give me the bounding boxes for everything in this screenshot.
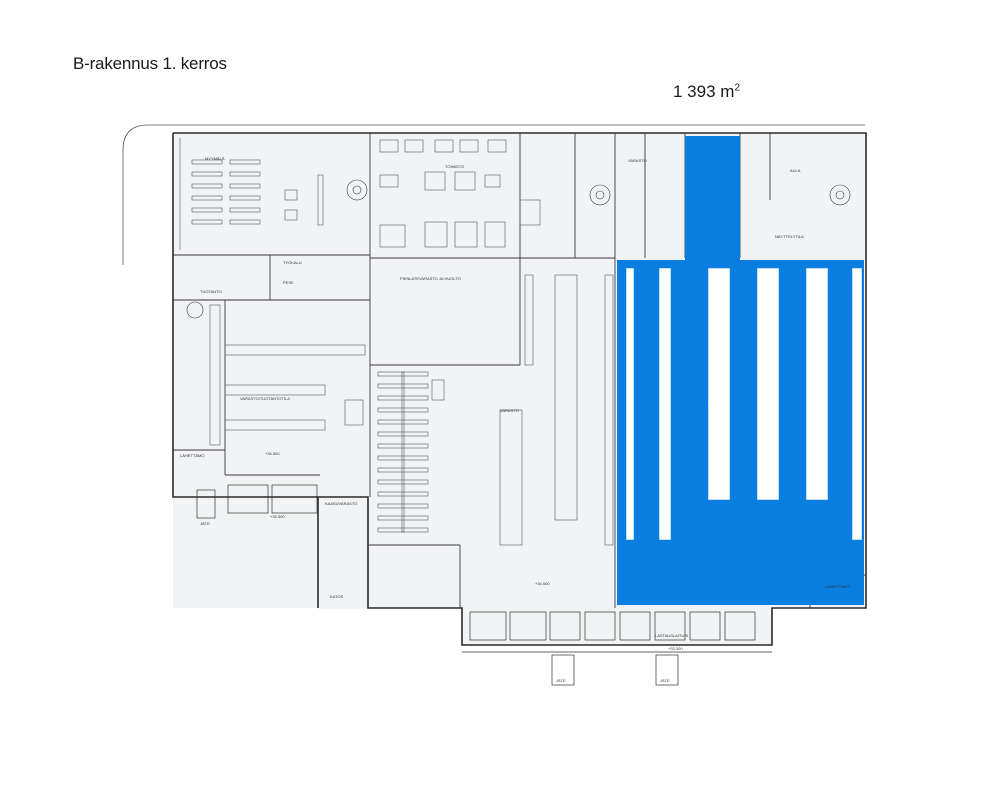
label-level-b: +34.500 (535, 581, 550, 586)
label-varasto-top: VARASTO (628, 158, 647, 163)
label-myymala: MYYMÄLÄ (205, 156, 225, 161)
label-katos: KATOS (330, 594, 344, 599)
label-lastauslaituri: LASTAUSLAITURI (655, 633, 688, 638)
label-level-c: +33.300 (270, 514, 285, 519)
label-jate-a: JÄTE (200, 521, 210, 526)
label-jate-c: JÄTE (660, 678, 670, 683)
label-pienlatevarasto: PIENLATEVARASTO JA HUOLTO (400, 276, 461, 281)
office-desks (379, 139, 541, 248)
label-varasto-mid: VARASTO (500, 408, 519, 413)
store-shelving (179, 138, 324, 250)
label-tyokalu: TYÖKALU (283, 260, 302, 265)
outer-walls (172, 132, 867, 646)
label-pese: PESE (283, 280, 294, 285)
label-lahettamo-left: LÄHETTÄMÖ (180, 453, 204, 458)
waste-containers (196, 489, 679, 686)
label-varasto-blue: VARASTO (708, 406, 727, 411)
label-level-a: +34.500 (265, 451, 280, 456)
room-labels: MYYMÄLÄ TOIMISTO VARASTO AULA NÄYTTELYTI… (180, 156, 849, 683)
floor-area-value: 1 393 m (673, 82, 735, 101)
label-kaasuvarasto: KAASUVARASTO (325, 501, 357, 506)
site-boundary (122, 124, 865, 265)
mid-racks (499, 274, 614, 546)
blue-racks (625, 267, 863, 541)
stairs (186, 179, 851, 319)
floor-area-unit: 2 (734, 82, 740, 94)
label-jate-b: JÄTE (556, 678, 566, 683)
label-aula: AULA (790, 168, 801, 173)
label-level-d: +33.300 (668, 646, 683, 651)
page-title: B-rakennus 1. kerros (73, 54, 227, 73)
label-tuotanto: TUOTANTO (200, 289, 222, 294)
loading-bays (227, 484, 772, 653)
label-toimisto: TOIMISTO (445, 164, 464, 169)
label-varasto-tuotantotila: VARASTO/TUOTANTOTILA (240, 396, 290, 401)
production-tables (209, 304, 366, 446)
floor-area: 1 393 m2 (673, 82, 740, 102)
smallpart-shelving (377, 371, 445, 533)
label-lahettamo-right: LÄHETTÄMÖ (825, 584, 849, 589)
label-naytelytila: NÄYTTELYTILA (775, 234, 804, 239)
highlighted-warehouse (617, 136, 864, 605)
